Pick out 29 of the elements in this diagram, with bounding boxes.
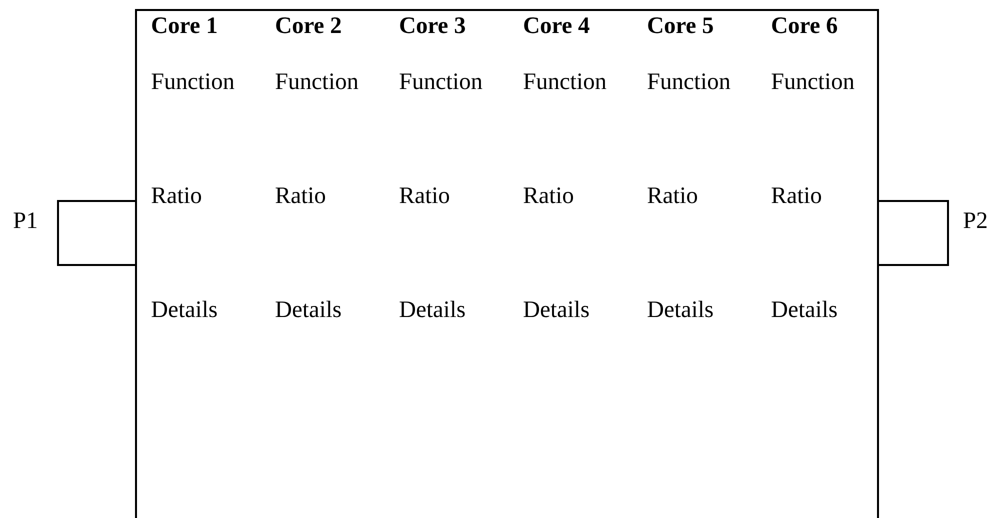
row-label: Function [524,73,606,90]
row-label: Ratio [276,187,326,204]
core-heading: Core 1 [152,17,217,34]
core-heading: Core 6 [772,17,838,34]
core-heading: Core 3 [400,17,465,34]
core-heading: Core 5 [648,17,713,34]
row-label: Details [400,300,465,318]
core-heading: Core 4 [524,17,590,34]
row-label: Details [648,300,713,318]
row-label: Ratio [524,187,574,204]
row-label: Function [152,73,234,90]
row-label: Details [524,300,589,318]
row-label: Ratio [400,187,450,204]
port-label: P1 [14,212,36,228]
chip-outline [135,9,879,518]
port-label: P2 [964,212,987,228]
port-box [877,200,949,266]
core-heading: Core 2 [276,17,341,34]
row-label: Details [772,300,837,318]
row-label: Function [276,73,358,90]
row-label: Function [648,73,730,90]
row-label: Details [276,300,341,318]
row-label: Function [772,73,854,90]
port-box [57,200,137,266]
row-label: Function [400,73,482,90]
row-label: Ratio [648,187,698,204]
row-label: Ratio [152,187,202,204]
row-label: Details [152,300,217,318]
row-label: Ratio [772,187,822,204]
